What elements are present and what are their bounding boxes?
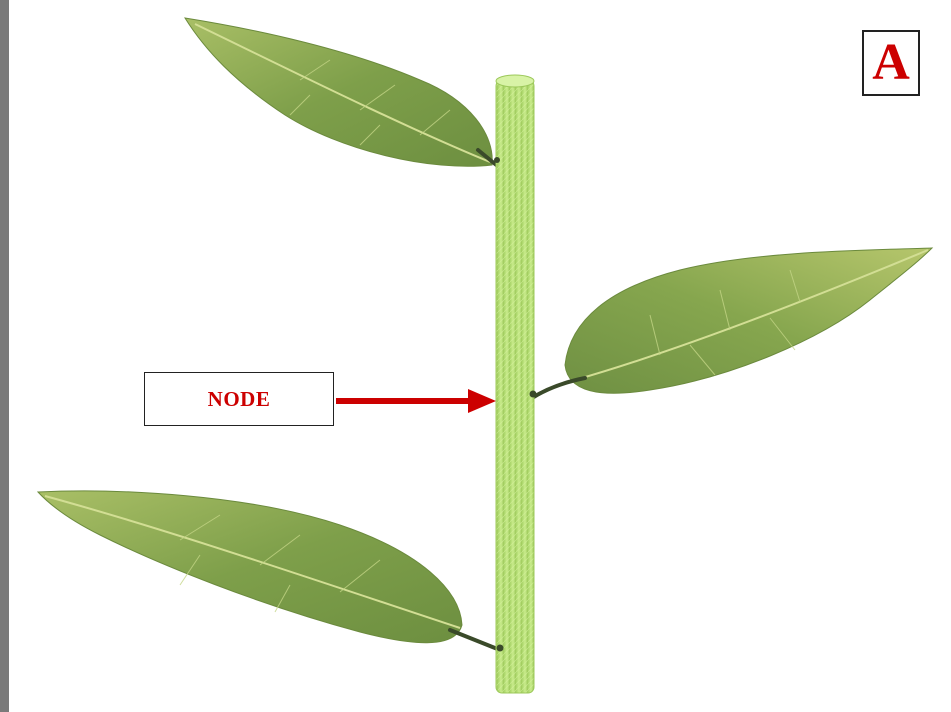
petiole-bottom [450,630,500,650]
petiole-right [532,378,585,398]
node-label-box: NODE [144,372,334,426]
node-mark-middle [530,391,537,398]
panel-label-box: A [862,30,920,96]
node-mark-bottom [497,645,504,652]
panel-label: A [872,37,910,89]
node-label: NODE [208,387,271,412]
node-arrow [336,389,496,413]
leaf-bottom [38,491,462,643]
leaf-right [565,248,932,393]
node-mark-top [494,157,500,163]
leaf-top [185,18,492,166]
stem [496,75,534,693]
